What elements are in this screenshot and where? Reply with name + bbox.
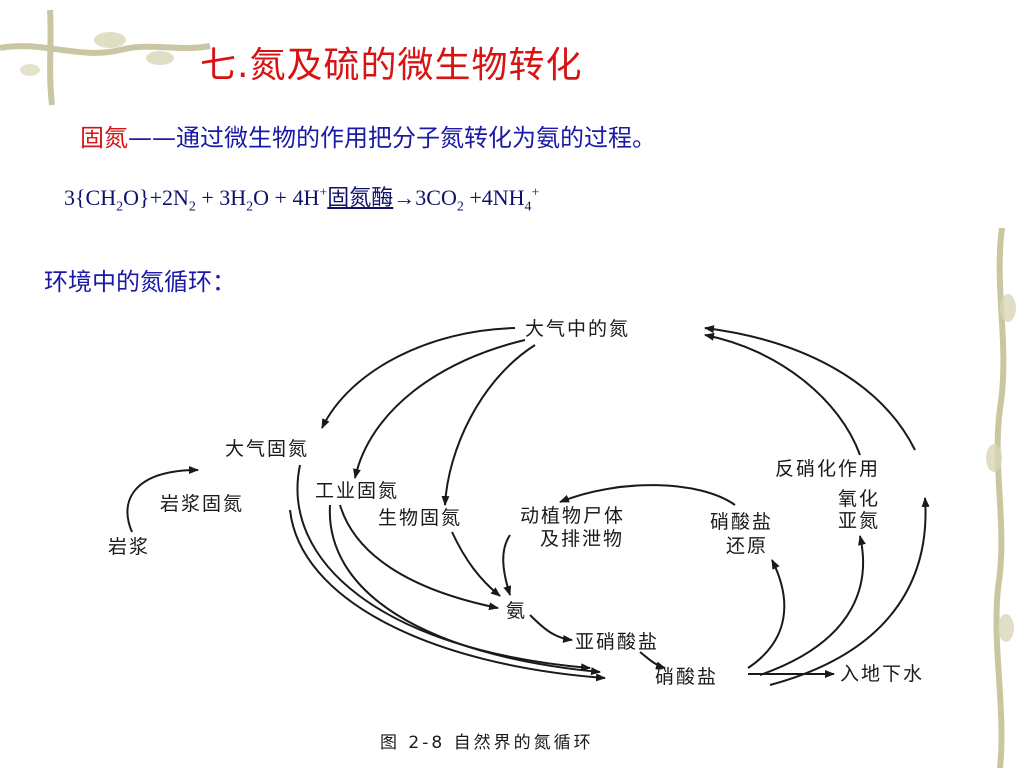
node-magma-fixation: 岩浆固氮	[160, 493, 244, 515]
arrow-nitrate-to-nitrate-reduction	[747, 559, 786, 669]
eq-part: O}+2N	[123, 185, 189, 210]
arrow-n2o-to-air	[704, 325, 916, 451]
arrow-magma-fixation-to-nitrate	[289, 509, 606, 682]
node-n2o-line1: 氧化	[838, 488, 880, 510]
eq-sup: +	[531, 185, 540, 201]
arrow-remains-to-ammonia	[502, 534, 512, 596]
arrow-magma-to-magma-fixation	[126, 466, 199, 533]
arrow-nitrate-to-denitrification	[769, 497, 930, 686]
arrow-industrial-to-nitrate	[328, 504, 601, 676]
eq-sub: 2	[116, 199, 124, 215]
arrow-air-to-atm-fixation	[321, 327, 516, 429]
arrow-denitrification-to-air	[704, 332, 861, 456]
eq-part: 3CO	[415, 185, 457, 210]
arrow-biological-to-ammonia	[451, 531, 501, 597]
node-nitrate-reduction-line1: 硝酸盐	[710, 511, 773, 533]
node-ammonia: 氨	[506, 600, 527, 622]
node-remains-line2: 及排泄物	[540, 528, 624, 550]
arrow-air-to-biological	[441, 344, 536, 506]
node-nitrate: 硝酸盐	[655, 666, 718, 688]
eq-sub: 2	[246, 199, 254, 215]
node-n2o-line2: 亚氮	[838, 510, 880, 532]
arrow-atm-fixation-to-nitrate	[296, 464, 591, 672]
arrow-nitrate-reduction-to-remains	[559, 484, 736, 506]
definition-term: 固氮	[80, 124, 128, 152]
arrow-nitrite-to-nitrate	[639, 651, 666, 670]
node-nitrite: 亚硝酸盐	[575, 631, 659, 653]
eq-sub: 2	[456, 199, 464, 215]
eq-part: + 3H	[195, 185, 247, 210]
node-industrial-fixation: 工业固氮	[315, 480, 399, 502]
section-label: 环境中的氮循环：	[44, 268, 236, 296]
arrow-ammonia-to-nitrite	[529, 614, 573, 643]
node-denitrification: 反硝化作用	[775, 458, 880, 480]
eq-sup: +	[319, 185, 328, 201]
node-biological-fixation: 生物固氮	[378, 507, 462, 529]
eq-part: +4NH	[463, 185, 525, 210]
slide-title: 七.氮及硫的微生物转化	[200, 45, 583, 86]
eq-sub: 2	[188, 199, 196, 215]
node-atmospheric-nitrogen: 大气中的氮	[525, 318, 630, 340]
node-magma: 岩浆	[108, 536, 150, 558]
definition-text: 通过微生物的作用把分子氮转化为氨的过程。	[176, 124, 656, 152]
diagram-caption: 图 2-8 自然界的氮循环	[380, 733, 594, 753]
node-remains-line1: 动植物尸体	[520, 505, 625, 527]
definition-line: 固氮——通过微生物的作用把分子氮转化为氨的过程。	[80, 118, 656, 153]
arrow-air-to-industrial	[353, 339, 526, 479]
node-nitrate-reduction-line2: 还原	[726, 535, 768, 557]
enzyme-label: 固氮酶	[327, 186, 394, 211]
node-groundwater: 入地下水	[840, 663, 924, 685]
arrow-industrial-to-ammonia	[339, 504, 499, 611]
node-atmospheric-fixation: 大气固氮	[225, 438, 309, 460]
arrow-nitrate-to-n2o	[759, 535, 866, 676]
eq-part: 3{CH	[64, 185, 117, 210]
definition-dash: ——	[128, 124, 176, 152]
reaction-arrow: →	[393, 185, 416, 210]
eq-sub: 4	[524, 199, 532, 215]
eq-part: O + 4H	[253, 185, 320, 210]
fixation-equation: 3{CH2O}+2N2 + 3H2O + 4H+固氮酶→3CO2 +4NH4+	[64, 180, 539, 215]
